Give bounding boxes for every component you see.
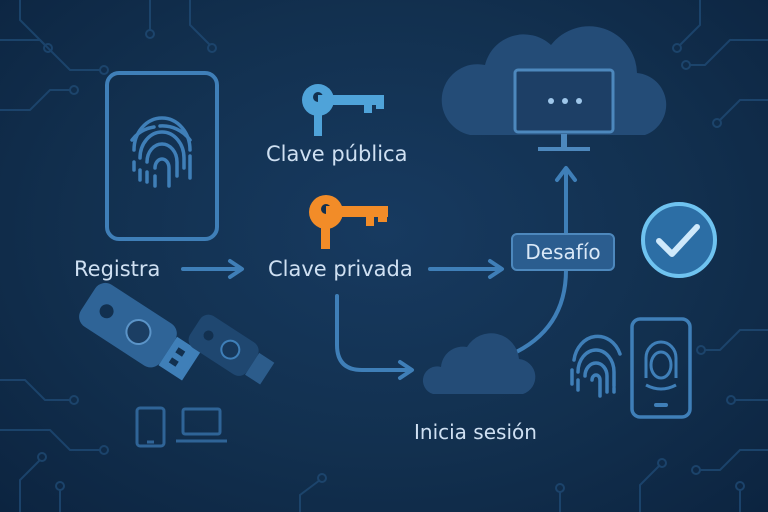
cloud-monitor-icon — [441, 26, 667, 151]
private-key-label: Clave privada — [268, 257, 413, 281]
flow-arrows — [181, 166, 577, 380]
register-label: Registra — [74, 257, 161, 281]
phone-fingerprint-icon — [105, 71, 219, 241]
public-key-icon — [302, 84, 384, 136]
arrow-signin-to-cloud — [508, 168, 568, 357]
sign-in-label: Inicia sesión — [414, 420, 537, 444]
private-key-icon — [309, 195, 388, 249]
public-key-label: Clave pública — [266, 142, 408, 166]
cloud-icon — [422, 333, 536, 394]
challenge-box: Desafío — [511, 233, 615, 271]
fingerprint-icon — [570, 334, 622, 398]
device-icon — [135, 406, 227, 448]
usb-security-key-icon — [79, 282, 275, 385]
check-circle-icon — [641, 202, 717, 278]
face-id-phone-icon — [630, 317, 692, 419]
arrow-private-to-signin — [335, 294, 412, 372]
